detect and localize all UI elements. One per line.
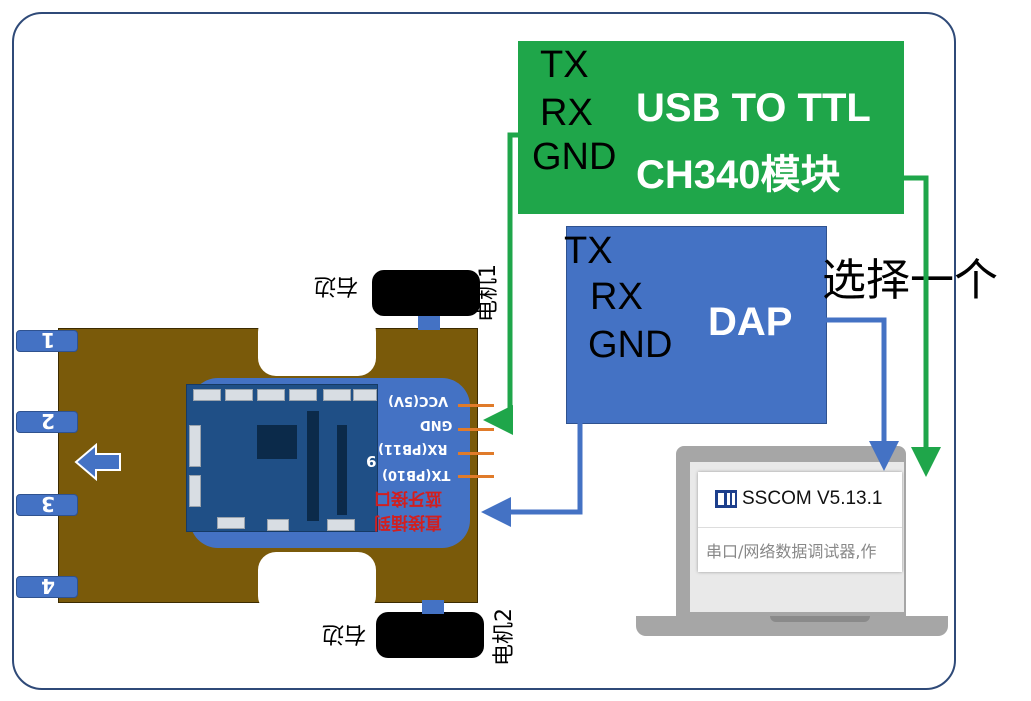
sscom-window[interactable] <box>698 472 902 572</box>
usb-ttl-chip-name: CH340模块 <box>636 153 841 197</box>
sscom-title: SSCOM V5.13.1 <box>742 488 883 509</box>
dap-module <box>566 226 827 424</box>
usb-ttl-module <box>518 41 904 214</box>
usb-ttl-pin-gnd: GND <box>532 136 617 178</box>
laptop-hinge <box>770 616 870 622</box>
window-separator <box>698 527 902 528</box>
choose-one-label: 选择一个 <box>822 255 998 306</box>
sensor-1 <box>16 330 78 352</box>
pin-lead-rx <box>458 452 494 455</box>
direction-arrow-icon <box>74 443 121 481</box>
laptop-base <box>636 616 948 636</box>
dap-pin-tx: TX <box>564 230 613 272</box>
axle-motor2 <box>422 600 444 614</box>
sensor-4 <box>16 576 78 598</box>
dap-to-laptop-arrow <box>826 317 899 471</box>
pin-lead-gnd <box>458 428 494 431</box>
pin-lead-vcc <box>458 404 494 407</box>
usb-ttl-to-board-arrow <box>483 132 520 435</box>
usb-ttl-title: USB TO TTL <box>636 86 871 130</box>
sscom-subtitle: 串口/网络数据调试器,作 <box>706 542 877 561</box>
usb-ttl-pin-rx: RX <box>540 92 593 134</box>
dap-pin-rx: RX <box>590 276 643 318</box>
pin-lead-tx <box>458 475 494 478</box>
dap-title: DAP <box>708 300 793 344</box>
wheel-motor2 <box>376 612 484 658</box>
controller-pcb <box>186 384 378 532</box>
wheel-motor1 <box>372 270 480 316</box>
usb-ttl-to-laptop-arrow <box>904 175 941 477</box>
sscom-app-icon <box>715 490 737 508</box>
axle-motor1 <box>418 316 440 330</box>
sensor-3 <box>16 494 78 516</box>
dap-pin-gnd: GND <box>588 324 673 366</box>
chassis-notch-top <box>258 314 376 376</box>
dap-to-board-arrow <box>481 422 583 527</box>
chassis-notch-bottom <box>258 552 376 614</box>
usb-ttl-pin-tx: TX <box>540 44 589 86</box>
sensor-2 <box>16 411 78 433</box>
